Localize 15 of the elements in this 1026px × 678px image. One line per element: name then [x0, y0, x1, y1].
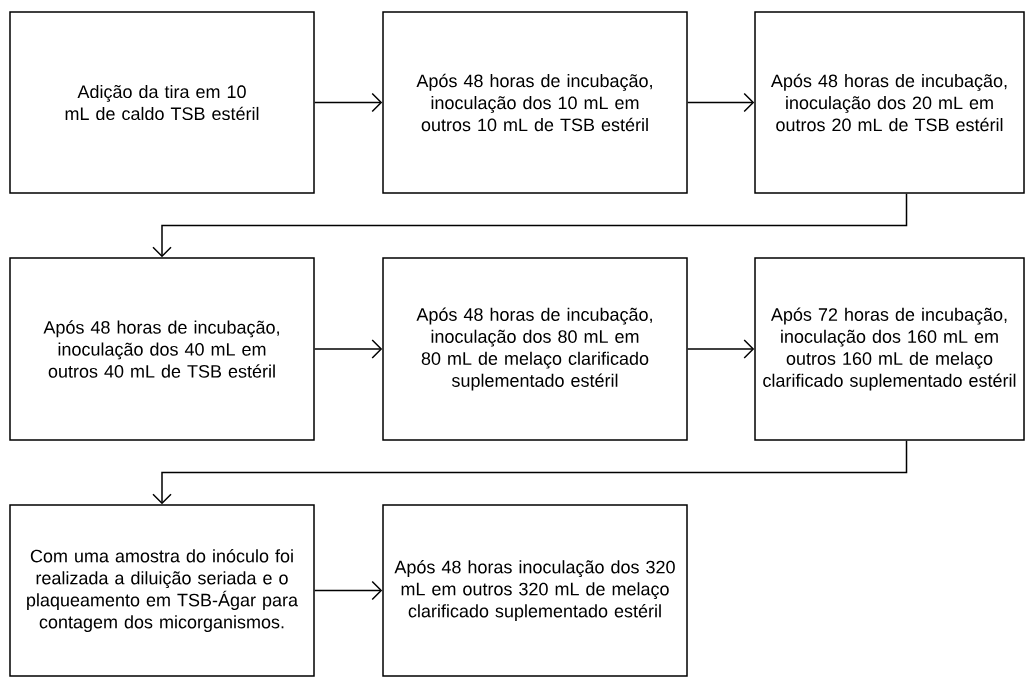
- process-box: Com uma amostra do inóculo foi realizada a diluição seriada e o plaqueamento em TSB-Ágar para contagem dos micorganismos.: [9, 504, 315, 677]
- process-box: Adição da tira em 10 mL de caldo TSB estéril: [9, 11, 315, 194]
- process-box: Após 48 horas inoculação dos 320 mL em outros 320 mL de melaço clarificado suplementado estéril: [382, 504, 688, 677]
- process-box: Após 48 horas de incubação, inoculação dos 10 mL em outros 10 mL de TSB estéril: [382, 11, 688, 194]
- process-box: Após 48 horas de incubação, inoculação dos 40 mL em outros 40 mL de TSB estéril: [9, 257, 315, 441]
- process-box: Após 48 horas de incubação, inoculação dos 20 mL em outros 20 mL de TSB estéril: [754, 11, 1025, 194]
- arrow: [314, 580, 383, 601]
- process-box: Após 48 horas de incubação, inoculação dos 80 mL em 80 mL de melaço clarificado suplementado estéril: [382, 257, 688, 441]
- arrow: [314, 339, 383, 359]
- process-box: Após 72 horas de incubação, inoculação dos 160 mL em outros 160 mL de melaço clarificado suplementado estéril: [754, 257, 1025, 441]
- arrow: [152, 440, 908, 505]
- arrow: [687, 92, 755, 113]
- arrow: [687, 339, 755, 359]
- arrow: [314, 92, 383, 113]
- arrow: [152, 193, 908, 258]
